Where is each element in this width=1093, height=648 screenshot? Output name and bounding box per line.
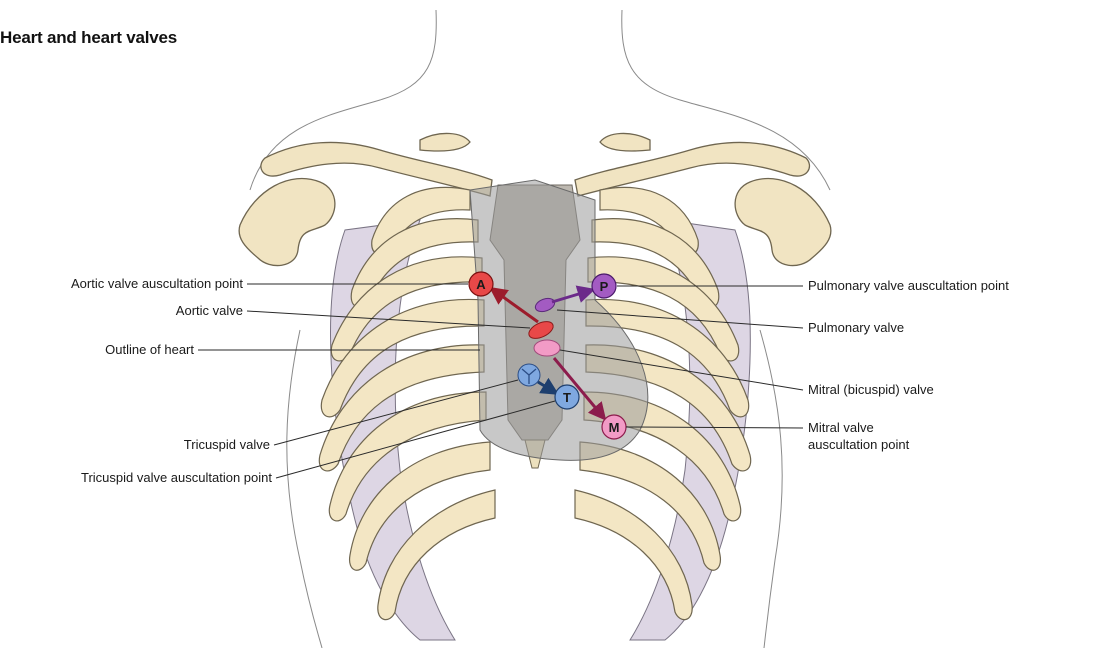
label-tricuspid-auscultation: Tricuspid valve auscultation point (81, 470, 272, 485)
label-tricuspid-valve: Tricuspid valve (184, 437, 270, 452)
tricuspid-auscultation-marker: T (555, 385, 579, 409)
svg-text:M: M (609, 420, 620, 435)
svg-text:A: A (476, 277, 486, 292)
mitral-auscultation-marker: M (602, 415, 626, 439)
label-mitral-auscultation-line2: auscultation point (808, 437, 910, 452)
label-outline-heart: Outline of heart (105, 342, 194, 357)
label-mitral-auscultation-line1: Mitral valve (808, 420, 874, 435)
label-mitral-valve: Mitral (bicuspid) valve (808, 382, 934, 397)
aortic-auscultation-marker: A (469, 272, 493, 296)
svg-text:T: T (563, 390, 571, 405)
label-pulmonary-valve: Pulmonary valve (808, 320, 904, 335)
label-aortic-auscultation: Aortic valve auscultation point (71, 276, 243, 291)
label-aortic-valve: Aortic valve (176, 303, 243, 318)
mitral-valve (534, 340, 560, 356)
svg-text:P: P (600, 279, 609, 294)
tricuspid-valve (518, 364, 540, 386)
label-pulmonary-auscultation: Pulmonary valve auscultation point (808, 278, 1009, 293)
pulmonary-auscultation-marker: P (592, 274, 616, 298)
